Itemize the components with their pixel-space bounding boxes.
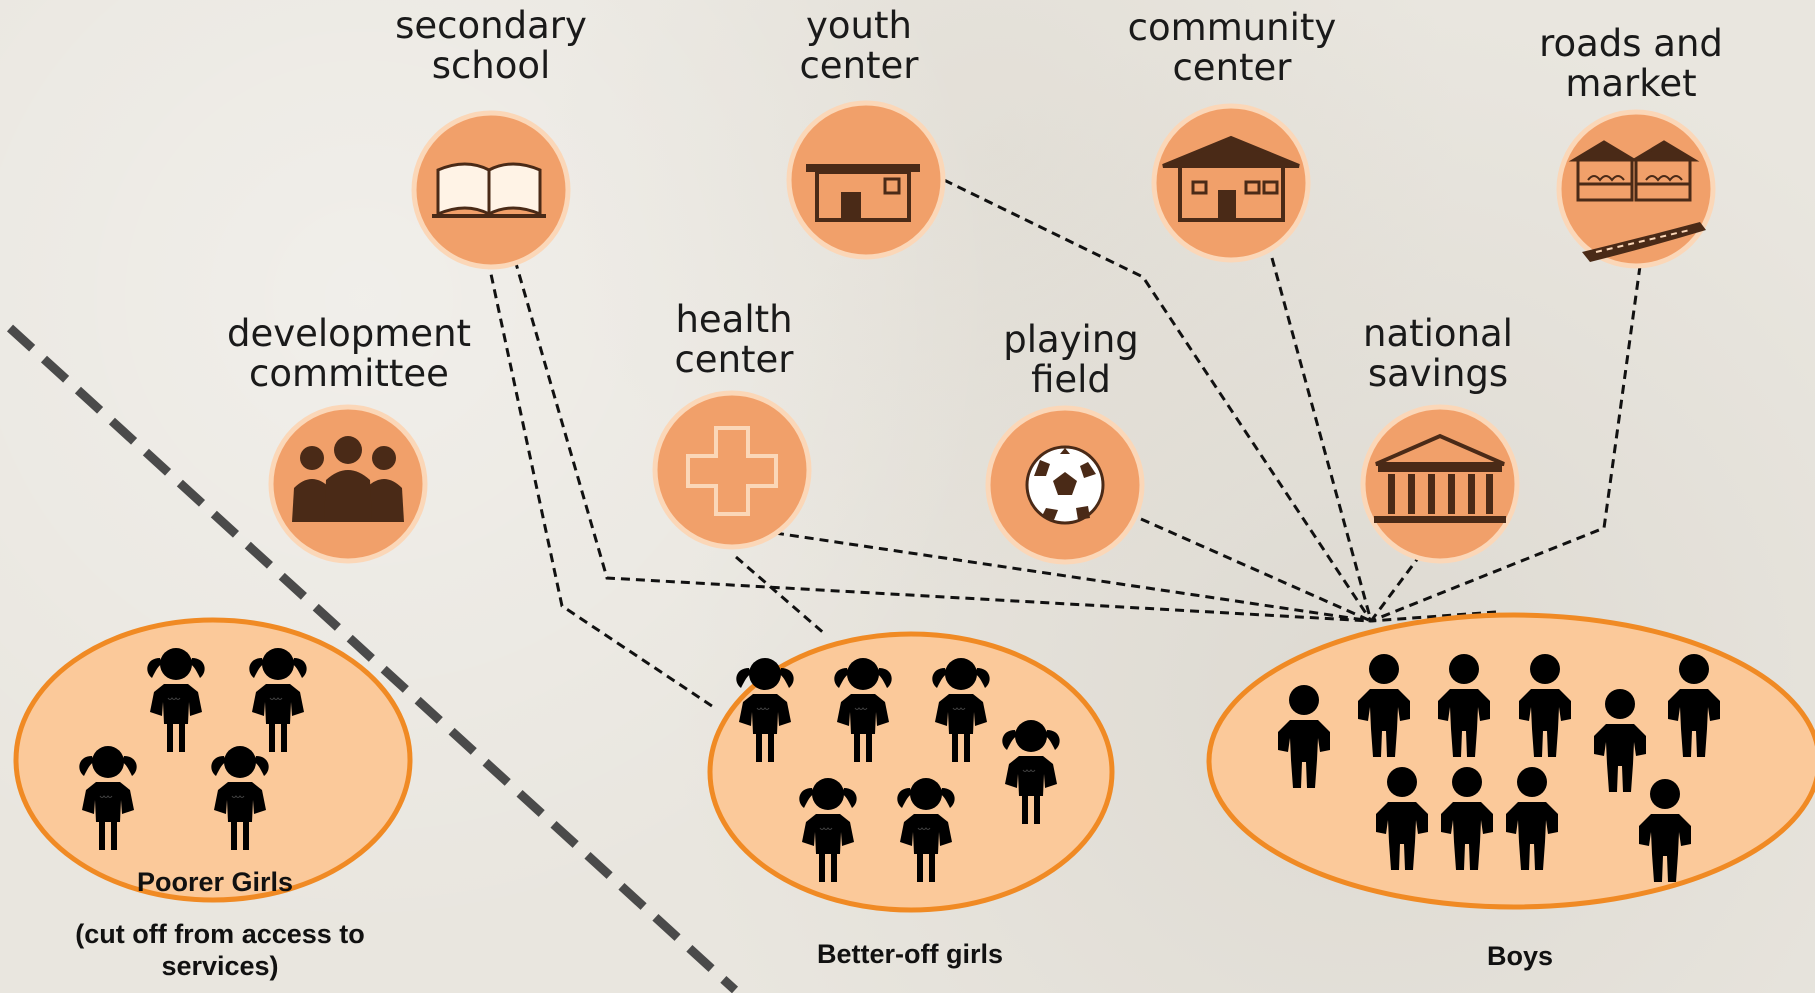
label-roads-market: roads and market [1539,22,1723,105]
poorer-girls-title: Poorer Girls [136,867,294,897]
service-national-savings [1360,404,1520,564]
cross-icon [686,426,778,516]
market-icon [1568,140,1706,262]
service-development-committee [268,404,428,564]
label-youth-center: youth center [799,4,919,87]
bank-icon [1374,433,1506,523]
label-community-center: community center [1127,6,1337,89]
boys-title: Boys [1486,941,1554,971]
house-icon [806,164,920,222]
label-playing-field: playing field [1003,318,1139,401]
divider-line [6,324,739,993]
label-development-committee: development committee [226,312,472,395]
link-community-boys [1270,257,1373,622]
link-field-boys [1140,517,1372,623]
link-school-boys [513,259,1372,623]
group-boys [1206,612,1815,910]
label-national-savings: national savings [1363,312,1513,395]
book-icon [432,162,546,218]
service-community-center [1151,103,1311,263]
service-roads-market [1556,109,1716,269]
link-poor-boys [1370,610,1497,623]
people-icon [292,436,404,522]
group-better-off-girls [707,631,1115,913]
service-health-center [652,390,812,550]
soccer-ball-icon [1025,445,1105,525]
service-youth-center [786,100,946,260]
link-youth-boys [943,178,1373,622]
poorer-girls-subtitle: (cut off from access to services) [75,919,365,981]
service-playing-field [985,405,1145,565]
link-health-betteroff [735,555,827,637]
label-secondary-school: secondary school [395,4,587,87]
building-icon [1162,135,1300,222]
better-off-girls-title: Better-off girls [816,939,1003,969]
link-health-boys [774,531,1372,623]
link-school-betteroff [486,259,713,708]
connection-lines [486,178,1642,708]
service-secondary-school [411,110,571,270]
label-health-center: health center [674,298,794,381]
group-poorer-girls [13,617,413,903]
